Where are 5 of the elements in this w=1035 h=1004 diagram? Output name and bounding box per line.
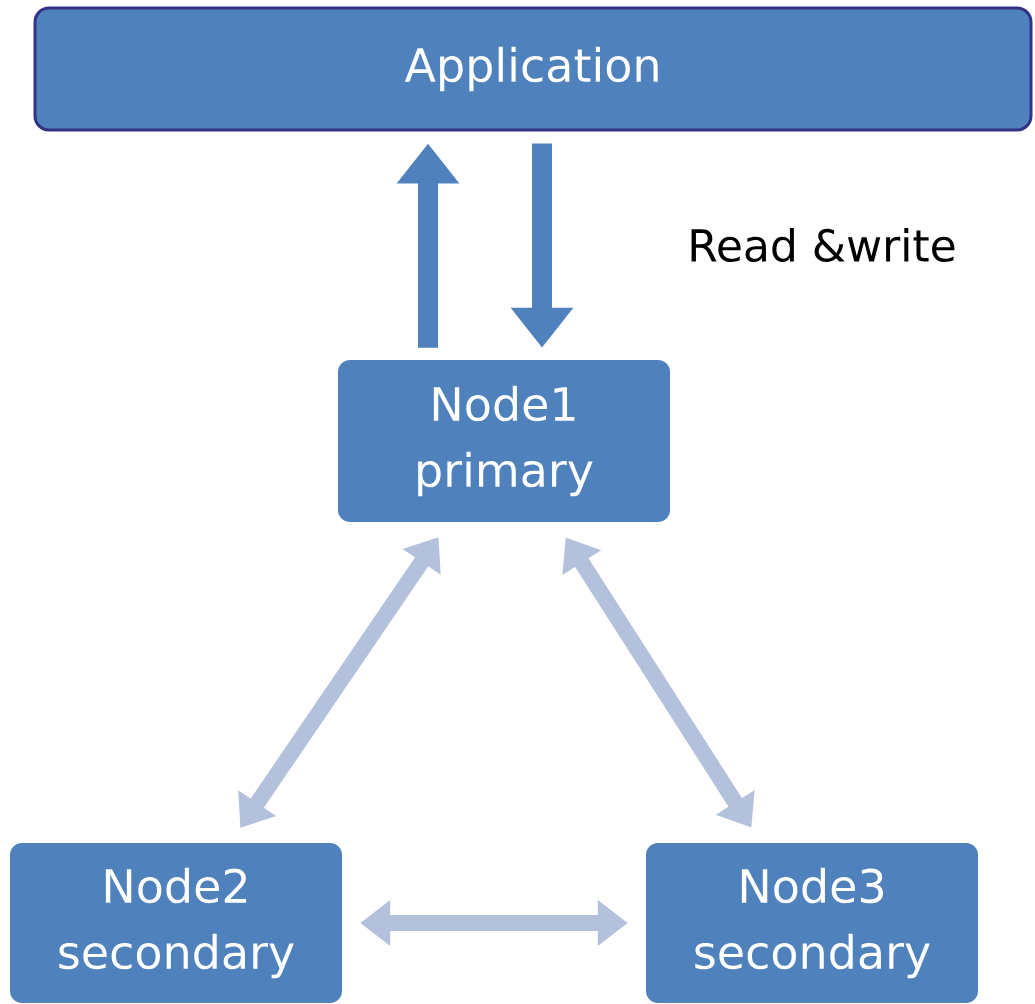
application-box: Application [33, 6, 1033, 132]
edge-label: Read &write [685, 226, 959, 265]
node-box: Node1 primary [338, 360, 670, 522]
node-box: Node2 secondary [10, 843, 342, 1003]
node-box: Node3 secondary [646, 843, 978, 1003]
